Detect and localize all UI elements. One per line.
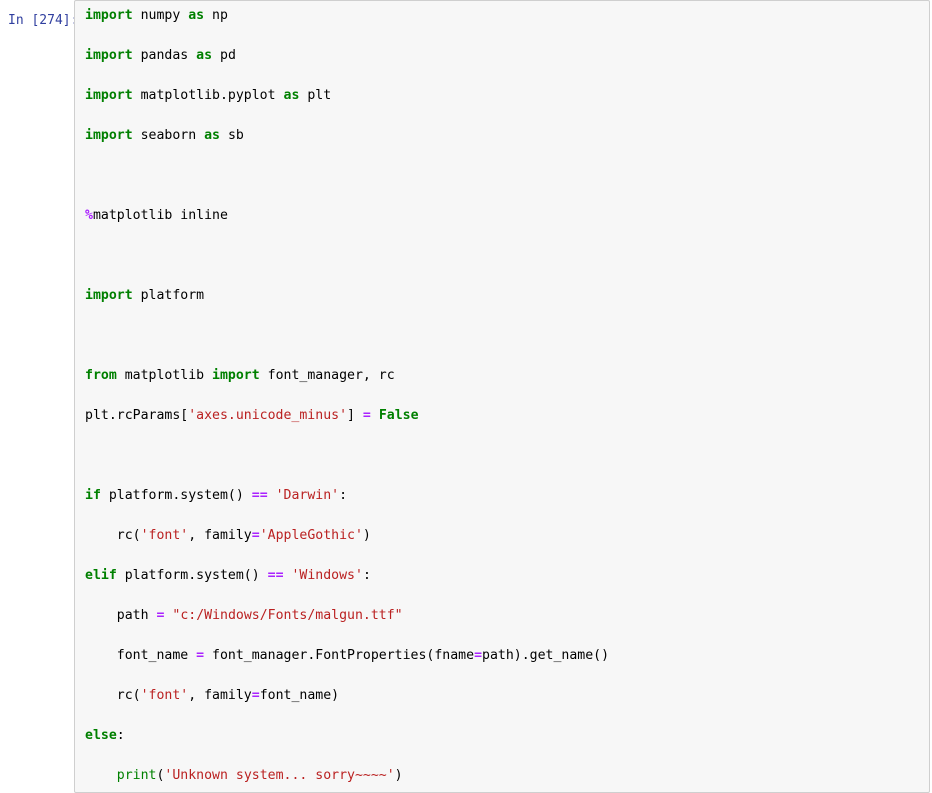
code-token: : [339, 488, 348, 503]
code-token: np [204, 8, 228, 23]
code-token: import [85, 128, 133, 143]
code-line: print('Unknown system... sorry~~~~') [85, 766, 925, 786]
code-token: print [116, 768, 157, 783]
code-token: rc( [85, 528, 141, 543]
code-token: import [85, 288, 133, 303]
code-line: if platform.system() == 'Darwin': [85, 486, 925, 506]
code-token: = [196, 648, 205, 663]
code-line: %matplotlib inline [85, 206, 925, 226]
code-line: plt.rcParams['axes.unicode_minus'] = Fal… [85, 406, 925, 426]
code-token: = [474, 648, 483, 663]
code-token: as [196, 48, 213, 63]
code-token: = [251, 688, 260, 703]
code-input-area[interactable]: import numpy as np import pandas as pd i… [74, 0, 930, 793]
code-token: import [85, 48, 133, 63]
code-token: = [156, 608, 165, 623]
code-line: rc('font', family='AppleGothic') [85, 526, 925, 546]
code-token: platform.system() [100, 488, 252, 503]
code-token: , family [188, 528, 252, 543]
code-token: ) [362, 528, 371, 543]
code-token: import [212, 368, 260, 383]
code-token: pd [212, 48, 236, 63]
code-token: = [251, 528, 260, 543]
code-token: plt.rcParams[ [85, 408, 189, 423]
code-token: 'Windows' [291, 568, 363, 583]
code-token: plt [299, 88, 332, 103]
code-token: path [85, 608, 157, 623]
code-token: import [85, 88, 133, 103]
code-token: matplotlib [116, 368, 213, 383]
code-token: import [85, 8, 133, 23]
code-token: as [204, 128, 220, 143]
code-token: ] [347, 408, 363, 423]
code-line: path = "c:/Windows/Fonts/malgun.ttf" [85, 606, 925, 626]
code-token: seaborn [132, 128, 205, 143]
code-line: import platform [85, 286, 925, 306]
code-token: ) [394, 768, 403, 783]
code-token: as [188, 8, 205, 23]
code-token: % [85, 208, 93, 223]
code-line: rc('font', family=font_name) [85, 686, 925, 706]
code-line: import seaborn as sb [85, 126, 925, 146]
code-token: 'Darwin' [275, 488, 340, 503]
code-token: font_manager, rc [259, 368, 395, 383]
code-line [85, 166, 925, 186]
code-token: matplotlib inline [92, 208, 228, 223]
code-token: False [378, 408, 419, 423]
code-token: == [267, 568, 284, 583]
code-token: from [85, 368, 117, 383]
code-token: font_name [85, 648, 197, 663]
code-token: platform.system() [116, 568, 268, 583]
code-line: from matplotlib import font_manager, rc [85, 366, 925, 386]
code-token: ( [156, 768, 165, 783]
code-token: platform [132, 288, 205, 303]
code-token: numpy [132, 8, 189, 23]
jupyter-notebook: In [274]: import numpy as np import pand… [8, 0, 930, 793]
code-token [284, 568, 292, 583]
code-line [85, 246, 925, 266]
code-token: font_manager.FontProperties(fname [204, 648, 475, 663]
code-token [371, 408, 379, 423]
code-token: 'Unknown system... sorry~~~~' [164, 768, 395, 783]
code-line: font_name = font_manager.FontProperties(… [85, 646, 925, 666]
code-token: = [362, 408, 371, 423]
code-token: 'font' [140, 528, 189, 543]
code-token: sb [220, 128, 244, 143]
code-token: 'axes.unicode_minus' [188, 408, 348, 423]
code-token: if [85, 488, 101, 503]
code-token: == [251, 488, 268, 503]
code-token: rc( [85, 688, 141, 703]
code-line: import matplotlib.pyplot as plt [85, 86, 925, 106]
code-line: import pandas as pd [85, 46, 925, 66]
code-token: path).get_name() [482, 648, 610, 663]
code-editor[interactable]: import numpy as np import pandas as pd i… [75, 6, 929, 786]
code-token: 'font' [140, 688, 189, 703]
code-token [85, 768, 117, 783]
code-token: pandas [132, 48, 197, 63]
code-line: else: [85, 726, 925, 746]
code-token: as [283, 88, 300, 103]
code-token [268, 488, 276, 503]
code-token: : [362, 568, 371, 583]
code-line: import numpy as np [85, 6, 925, 26]
code-token: "c:/Windows/Fonts/malgun.ttf" [172, 608, 403, 623]
code-token [164, 608, 172, 623]
code-line [85, 446, 925, 466]
code-token: : [116, 728, 125, 743]
cell-prompt-label: In [274]: [8, 13, 79, 28]
code-token: , family [188, 688, 252, 703]
code-token: matplotlib.pyplot [132, 88, 284, 103]
code-line [85, 326, 925, 346]
code-token: elif [85, 568, 117, 583]
code-token: 'AppleGothic' [259, 528, 363, 543]
code-token: font_name) [259, 688, 340, 703]
code-token: else [85, 728, 117, 743]
code-line: elif platform.system() == 'Windows': [85, 566, 925, 586]
